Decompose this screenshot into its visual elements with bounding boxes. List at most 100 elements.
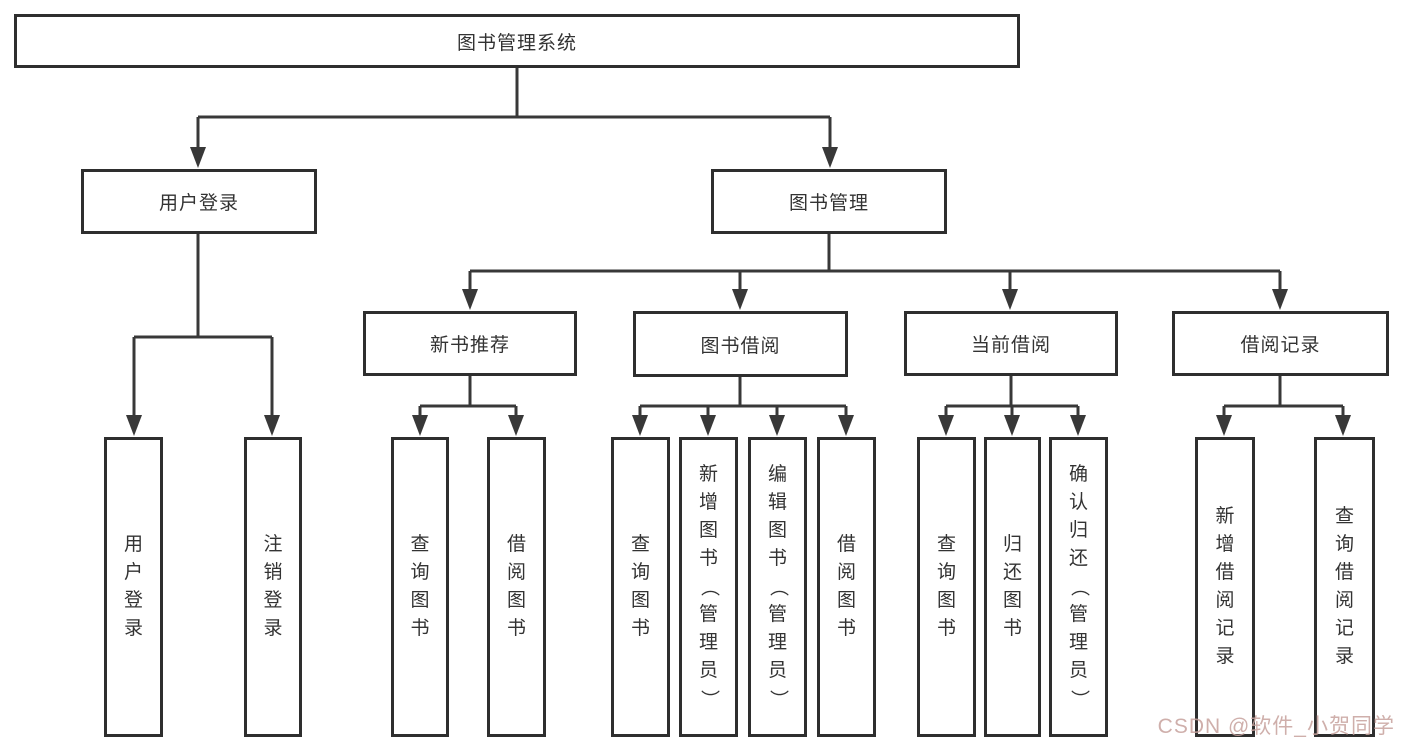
node-label-char: 借	[506, 534, 526, 555]
node-label-char: 确	[1068, 464, 1088, 485]
node-label-char: 借	[836, 534, 856, 555]
node-label-char: 记	[1334, 618, 1354, 639]
node-label-char: 注	[263, 534, 283, 555]
node-label: 新增借阅记录	[1215, 503, 1234, 671]
node-label-char: 图	[630, 590, 650, 611]
node-label-char: （	[1068, 577, 1090, 597]
connector-path	[132, 68, 1345, 422]
node-label: 用户登录	[158, 193, 239, 214]
arrowhead-icon	[838, 415, 854, 436]
arrowhead-icon	[126, 415, 142, 436]
node-label-char: 阅	[836, 562, 856, 583]
arrowhead-icon	[1002, 289, 1018, 310]
node-label-char: 书	[836, 618, 856, 639]
node-label-char: （	[698, 577, 720, 597]
arrowhead-icon	[769, 415, 785, 436]
node-label: 当前借阅	[970, 335, 1051, 356]
arrowhead-icon	[462, 289, 478, 310]
arrowhead-icon	[264, 415, 280, 436]
node-label-char: 录	[123, 618, 143, 639]
node-label-char: 阅	[1334, 590, 1354, 611]
node-label-char: 查	[936, 534, 956, 555]
node-label-char: 理	[1068, 632, 1088, 653]
node-book-management: 图书管理	[711, 169, 947, 234]
node-label-char: 书	[630, 618, 650, 639]
node-label: 查询借阅记录	[1335, 503, 1354, 671]
arrowhead-icon	[508, 415, 524, 436]
node-label-char: 录	[1215, 646, 1235, 667]
node-label-char: 理	[698, 632, 718, 653]
arrowhead-icon	[1070, 415, 1086, 436]
node-label-char: 询	[410, 562, 430, 583]
node-borrowing-records: 借阅记录	[1172, 311, 1389, 376]
leaf-return-books: 归还图书	[984, 437, 1041, 737]
arrowhead-icon	[700, 415, 716, 436]
node-label-char: 用	[123, 534, 143, 555]
node-label-char: 登	[123, 590, 143, 611]
node-label-char: 管	[698, 604, 718, 625]
node-label: 借阅图书	[837, 531, 856, 643]
arrowhead-icon	[822, 147, 838, 168]
node-label-char: 录	[263, 618, 283, 639]
node-label-char: 图	[936, 590, 956, 611]
node-label-char: 图	[410, 590, 430, 611]
node-label: 编辑图书（管理员）	[767, 461, 788, 713]
node-label-char: ）	[1068, 689, 1090, 709]
node-label-char: 户	[123, 562, 143, 583]
node-label-char: 阅	[506, 562, 526, 583]
watermark-text: CSDN @软件_小贺同学	[1157, 715, 1395, 738]
arrowhead-icon	[412, 415, 428, 436]
arrowhead-icon	[1216, 415, 1232, 436]
node-user-login: 用户登录	[81, 169, 317, 234]
node-root: 图书管理系统	[14, 14, 1020, 68]
node-label-char: 书	[936, 618, 956, 639]
node-label-char: 理	[767, 632, 787, 653]
node-label-char: ）	[767, 689, 789, 709]
node-label-char: 书	[1002, 618, 1022, 639]
node-label-char: 书	[410, 618, 430, 639]
node-label-char: 归	[1002, 534, 1022, 555]
node-label-char: 询	[936, 562, 956, 583]
node-label-char: （	[767, 577, 789, 597]
node-label-char: 图	[698, 520, 718, 541]
node-label-char: 查	[630, 534, 650, 555]
node-label-char: 图	[836, 590, 856, 611]
node-label-char: 书	[698, 548, 718, 569]
node-label-char: 借	[1215, 562, 1235, 583]
node-label-char: 销	[263, 562, 283, 583]
node-label-char: 图	[1002, 590, 1022, 611]
node-label-char: 归	[1068, 520, 1088, 541]
leaf-logout: 注销登录	[244, 437, 302, 737]
arrowhead-icon	[1004, 415, 1020, 436]
arrowhead-icon	[938, 415, 954, 436]
node-new-book-recommendation: 新书推荐	[363, 311, 577, 376]
node-label: 查询图书	[410, 531, 429, 643]
node-label-char: 新	[698, 464, 718, 485]
node-label: 注销登录	[263, 531, 282, 643]
node-label-char: 借	[1334, 562, 1354, 583]
node-label-char: 阅	[1215, 590, 1235, 611]
node-label-char: ）	[698, 689, 720, 709]
node-label: 用户登录	[124, 531, 143, 643]
node-label: 图书管理系统	[456, 32, 577, 54]
node-label-char: 查	[1334, 506, 1354, 527]
node-label-char: 书	[767, 548, 787, 569]
node-label: 图书借阅	[700, 335, 781, 357]
leaf-query-books-current: 查询图书	[917, 437, 976, 737]
leaf-edit-books-admin: 编辑图书（管理员）	[748, 437, 807, 737]
node-label-char: 图	[767, 520, 787, 541]
node-label-char: 新	[1215, 506, 1235, 527]
node-label-char: 编	[767, 464, 787, 485]
node-label-char: 询	[630, 562, 650, 583]
arrowhead-icon	[190, 147, 206, 168]
node-label-char: 认	[1068, 492, 1088, 513]
node-label: 借阅图书	[507, 531, 526, 643]
leaf-query-books-borrowing: 查询图书	[611, 437, 670, 737]
node-label-char: 员	[1068, 660, 1088, 681]
node-label-char: 还	[1068, 548, 1088, 569]
node-label-char: 还	[1002, 562, 1022, 583]
leaf-query-books-recommend: 查询图书	[391, 437, 449, 737]
node-label-char: 增	[1215, 534, 1235, 555]
